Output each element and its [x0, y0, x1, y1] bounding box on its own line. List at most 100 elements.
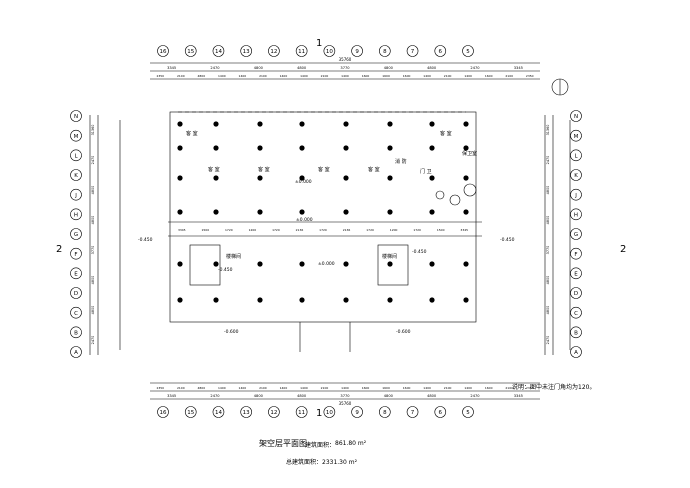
dimension-top: 4800: [384, 66, 394, 70]
axis-left-label: A: [74, 350, 78, 356]
axis-left-bubble: [70, 326, 82, 339]
structural-column: [463, 261, 469, 267]
axis-bottom-bubble: [406, 406, 419, 418]
dimension-bottom-detail: 1400: [300, 386, 308, 390]
dimension-right: 4800: [546, 186, 550, 195]
structural-column: [213, 145, 219, 151]
axis-left-bubble: [70, 247, 82, 260]
stair-label: 楼梯间: [382, 254, 398, 260]
axis-left-label: D: [74, 291, 78, 297]
dimension-right: 2470: [546, 336, 550, 345]
axis-right-label: K: [574, 173, 578, 179]
dimension-corridor: 3345: [460, 228, 468, 232]
dimension-left: 4800: [91, 186, 95, 195]
axis-right-label: G: [574, 232, 578, 238]
structural-column: [387, 145, 393, 151]
dimension-top-detail: 1600: [485, 74, 493, 78]
dimension-right: 4800: [546, 306, 550, 315]
axis-right-bubble: [570, 169, 582, 181]
dimension-left: 31360: [91, 125, 95, 136]
axis-bottom-bubble: [323, 406, 336, 418]
axis-left-bubble: [70, 346, 82, 358]
axis-right-label: J: [574, 193, 577, 199]
axis-right-bubble: [570, 287, 582, 299]
axis-left-bubble: [70, 287, 82, 299]
structural-column: [213, 175, 219, 181]
elevation-mark: -0.450: [500, 238, 515, 243]
axis-bottom-label: 8: [383, 410, 387, 416]
structural-column: [213, 121, 219, 127]
dimension-bottom-detail: 1600: [362, 386, 370, 390]
axis-left-bubble: [70, 208, 82, 221]
axis-top-label: 14: [215, 49, 222, 55]
elevation-mark: -0.450: [138, 238, 153, 243]
axis-left-label: G: [74, 232, 78, 238]
dimension-top-detail: 2100: [505, 74, 513, 78]
area-label: 建筑面积：: [305, 442, 336, 449]
dimension-corridor: 1200: [390, 228, 398, 232]
axis-left-label: K: [74, 173, 78, 179]
room-label: 客 室: [186, 131, 198, 137]
axis-right-label: F: [574, 252, 577, 258]
dimension-top-detail: 1400: [423, 74, 431, 78]
axis-top-bubble: [434, 45, 447, 57]
dimension-bottom-detail: 2100: [444, 386, 452, 390]
dimension-bottom-detail: 4800: [197, 386, 205, 390]
axis-left-bubble: [70, 306, 82, 319]
dimension-right: 31360: [546, 125, 550, 136]
dimension-bottom: 3345: [167, 394, 176, 398]
axis-right-bubble: [570, 149, 582, 162]
elevation-mark: ±0.000: [318, 262, 335, 267]
structural-column: [343, 121, 349, 127]
dimension-top: 2470: [470, 66, 480, 70]
elevation-mark: ±0.000: [296, 218, 313, 223]
axis-top-label: 11: [298, 49, 305, 55]
dimension-corridor: 1720: [225, 228, 233, 232]
dimension-bottom: 4800: [254, 394, 264, 398]
structural-column: [299, 121, 305, 127]
building-outline: [169, 111, 477, 323]
structural-column: [387, 175, 393, 181]
elevation-mark: -0.450: [218, 268, 233, 273]
axis-right-bubble: [570, 228, 582, 240]
axis-top-label: 15: [187, 49, 194, 55]
axis-bottom-bubble: [295, 406, 308, 418]
dimension-bottom: 3770: [340, 394, 350, 398]
axis-left-bubble: [70, 267, 82, 280]
axis-left-bubble: [70, 188, 82, 201]
axis-top-label: 5: [466, 49, 470, 55]
structural-column: [257, 145, 263, 151]
structural-column: [299, 297, 305, 303]
axis-left-label: H: [74, 213, 78, 219]
dimension-left: 2470: [91, 336, 95, 345]
axis-left-label: F: [74, 252, 77, 258]
dimension-corridor: 2136: [296, 228, 304, 232]
axis-right-label: N: [574, 114, 578, 120]
dimension-top-detail: 2100: [321, 74, 329, 78]
structural-column: [177, 145, 183, 151]
axis-right-bubble: [570, 306, 582, 319]
axis-left-label: E: [74, 272, 78, 278]
axis-top-bubble: [157, 45, 169, 57]
axis-top-bubble: [240, 45, 252, 57]
dimension-top-detail: 1600: [403, 74, 411, 78]
axis-top-label: 6: [439, 49, 443, 55]
axis-right-label: C: [574, 311, 578, 317]
axis-top-label: 9: [355, 49, 359, 55]
dimension-left: 4800: [91, 216, 95, 225]
dimension-corridor: 1200: [249, 228, 257, 232]
axis-left-bubble: [70, 129, 82, 142]
axis-left-bubble: [70, 169, 82, 181]
axis-right-label: L: [574, 154, 578, 160]
dimension-top: 4800: [254, 66, 264, 70]
structural-column: [463, 209, 469, 215]
side-mark-right: 2: [620, 244, 627, 255]
dimension-corridor: 1720: [319, 228, 327, 232]
structural-column: [343, 175, 349, 181]
dimension-bottom: 3345: [514, 394, 523, 398]
axis-bottom-label: 13: [243, 410, 250, 416]
axis-bottom-label: 9: [355, 410, 359, 416]
axis-left-label: C: [74, 311, 78, 317]
elevation-mark: ±0.000: [295, 180, 312, 185]
